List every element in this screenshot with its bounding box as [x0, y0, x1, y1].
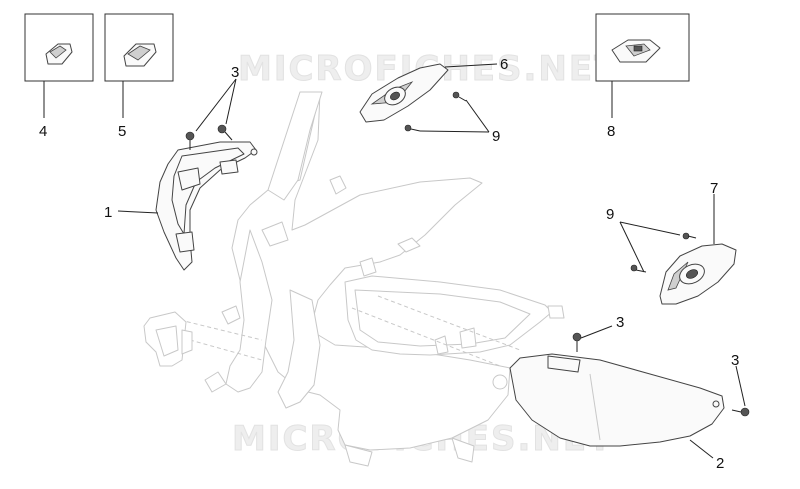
- callout-3-mid: 3: [616, 314, 624, 331]
- screw-3-top-left-b: [217, 124, 233, 141]
- callout-2: 2: [716, 455, 724, 472]
- callout-6: 6: [500, 56, 508, 73]
- screw-3-mid: [572, 332, 582, 352]
- callout-9-top: 9: [492, 128, 500, 145]
- screw-9-top-b: [404, 124, 421, 132]
- part-6-indicator: [359, 63, 449, 123]
- clip-box-4: [24, 13, 94, 118]
- part-2-right-panel: [509, 353, 725, 447]
- screw-3-top-left: [185, 131, 195, 150]
- part-1-left-cover: [155, 141, 258, 271]
- screw-9-right-a: [682, 232, 697, 240]
- clip-box-5: [104, 13, 174, 118]
- screw-9-top-a: [452, 91, 467, 102]
- callout-9-right: 9: [606, 206, 614, 223]
- callout-1: 1: [104, 204, 112, 221]
- front-body-ghost: [179, 91, 565, 467]
- callout-7: 7: [710, 180, 718, 197]
- clip-box-8: [595, 13, 690, 118]
- clip-bracket-ghost: [143, 311, 193, 367]
- callout-4: 4: [39, 123, 47, 140]
- callout-5: 5: [118, 123, 126, 140]
- part-7-indicator: [659, 243, 737, 305]
- leader-lines: [117, 63, 746, 459]
- callout-3-right: 3: [731, 352, 739, 369]
- callout-8: 8: [607, 123, 615, 140]
- callout-3-top-left: 3: [231, 64, 239, 81]
- screw-3-right: [731, 407, 750, 417]
